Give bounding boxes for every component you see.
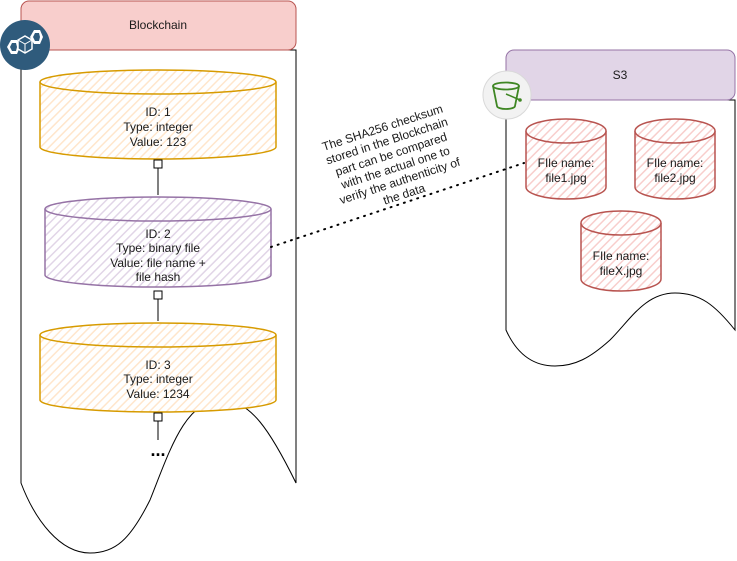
connector-3-more (153, 412, 163, 440)
block-3[interactable]: ID: 3 Type: integer Value: 1234 (39, 322, 277, 413)
s3-file-x[interactable]: FIle name: fileX.jpg (580, 210, 662, 292)
block-3-line-1: ID: 3 (145, 358, 171, 372)
block-1-line-2: Type: integer (123, 120, 192, 134)
s3-bucket-icon (482, 70, 532, 120)
connector-1-2 (153, 159, 163, 195)
blockchain-title: Blockchain (129, 18, 187, 32)
block-1[interactable]: ID: 1 Type: integer Value: 123 (39, 69, 277, 160)
block-2-line-3: Value: file name + (110, 256, 206, 270)
blockchain-icon (0, 20, 50, 70)
block-1-line-1: ID: 1 (145, 105, 171, 119)
more-blocks-ellipsis: ... (150, 440, 165, 460)
block-3-line-3: Value: 1234 (126, 387, 189, 401)
block-3-line-2: Type: integer (123, 372, 192, 386)
s3-container: S3 (505, 49, 736, 367)
s3-file-2[interactable]: FIle name: file2.jpg (634, 118, 716, 200)
connector-2-3 (153, 290, 163, 321)
s3-title: S3 (613, 68, 628, 82)
file-x-line-1: FIle name: (593, 249, 650, 263)
file-x-line-2: fileX.jpg (600, 264, 643, 278)
s3-file-1[interactable]: FIle name: file1.jpg (525, 118, 607, 200)
file-1-line-1: FIle name: (538, 156, 595, 170)
block-2-line-4: file hash (136, 270, 181, 284)
file-2-line-2: file2.jpg (654, 171, 695, 185)
checksum-annotation: The SHA256 checksum stored in the Blockc… (320, 102, 462, 208)
block-2[interactable]: ID: 2 Type: binary file Value: file name… (44, 196, 272, 288)
block-2-line-2: Type: binary file (116, 241, 200, 255)
block-2-line-1: ID: 2 (145, 227, 171, 241)
checksum-link[interactable] (270, 162, 525, 248)
block-1-line-3: Value: 123 (130, 135, 187, 149)
file-1-line-2: file1.jpg (545, 171, 586, 185)
file-2-line-1: FIle name: (647, 156, 704, 170)
